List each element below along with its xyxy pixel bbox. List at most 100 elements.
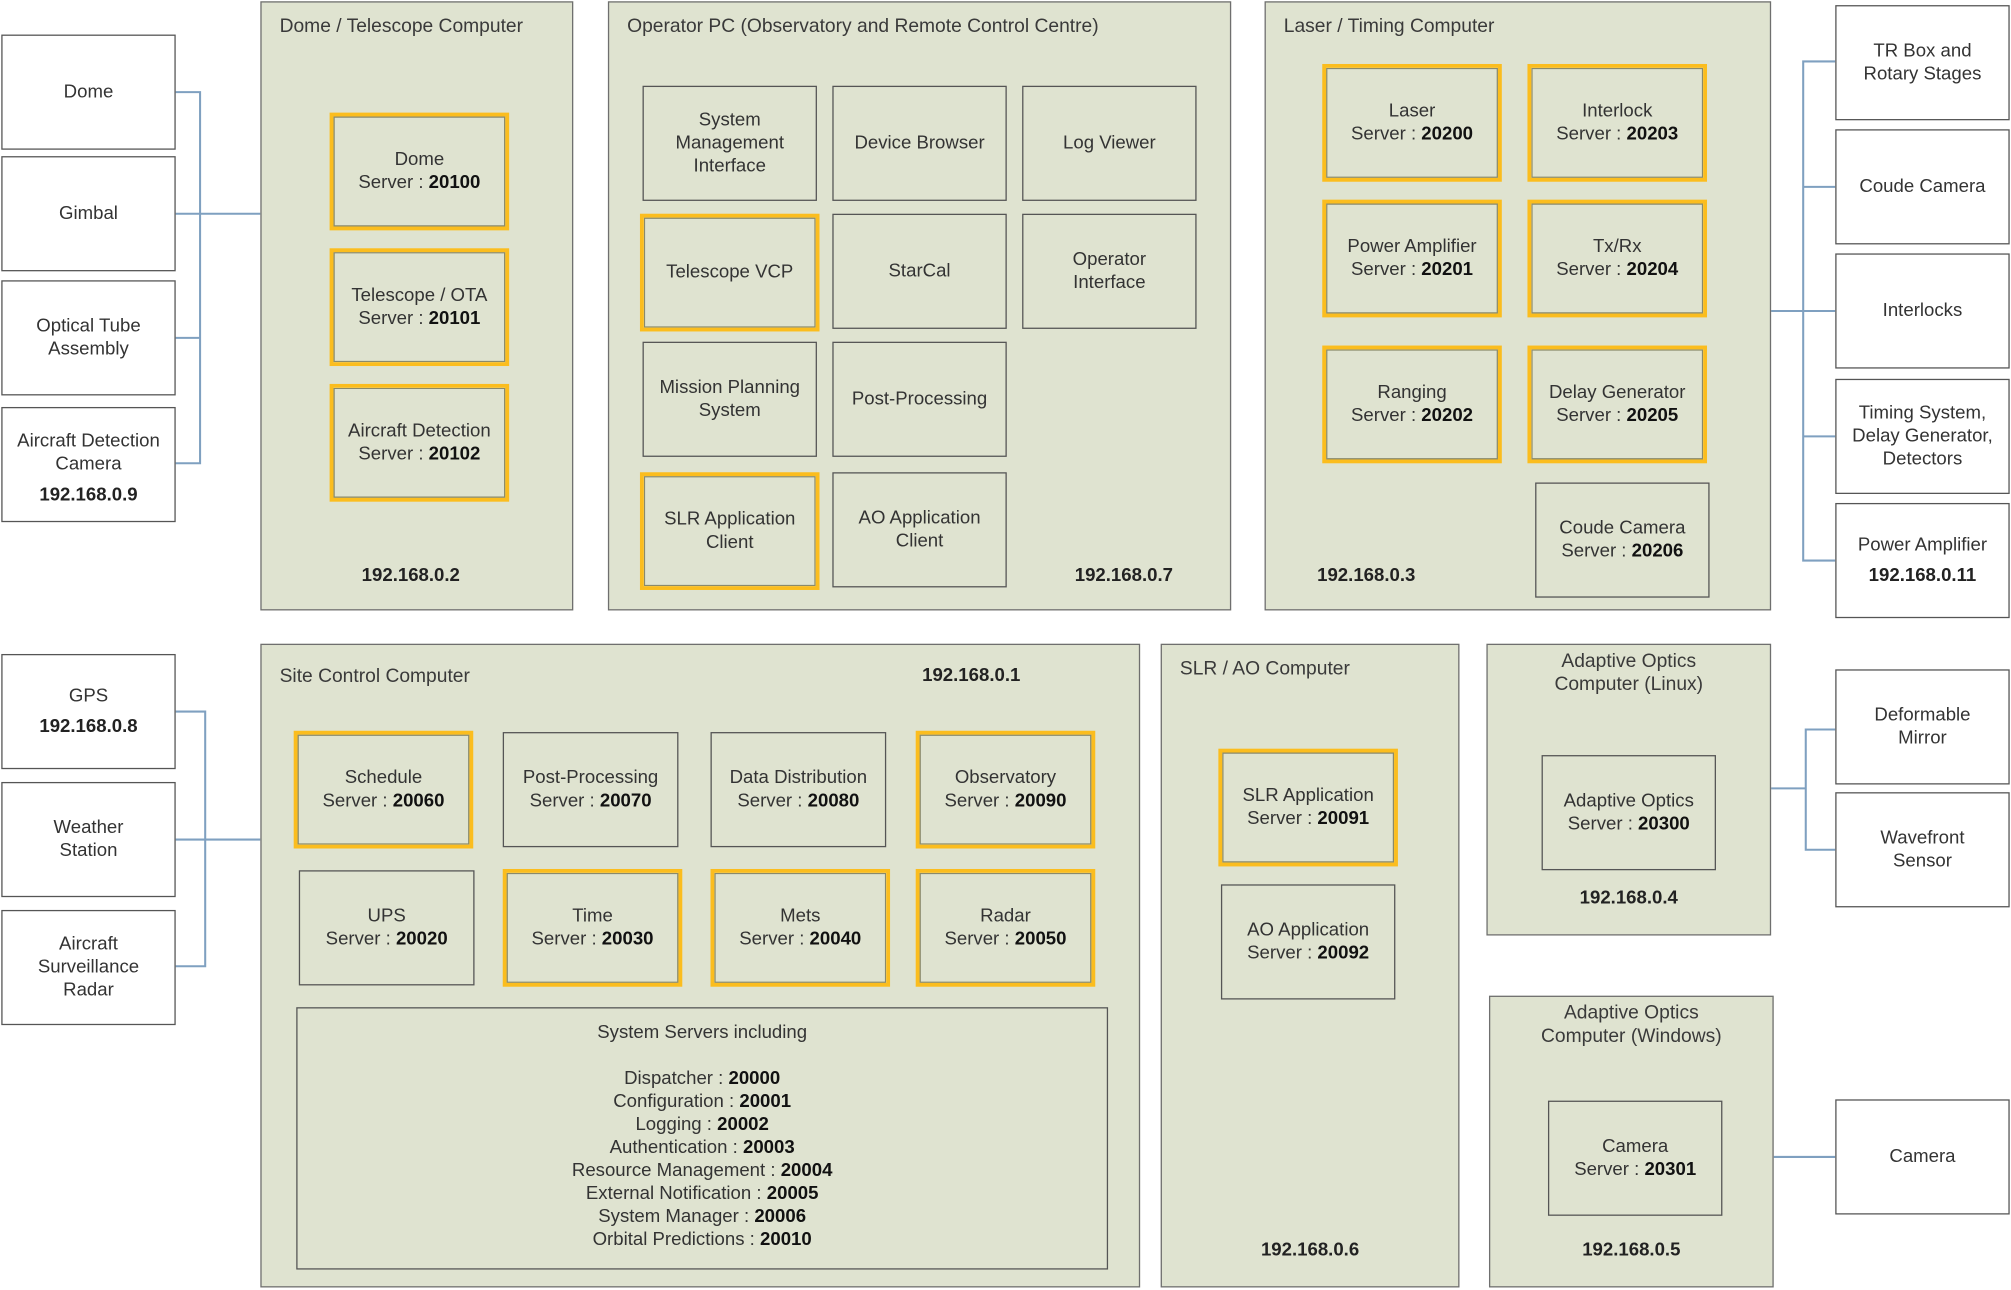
- aircraft-detection-server[interactable]: Aircraft Detection Server : 20102: [329, 383, 510, 502]
- app-ao-application-client[interactable]: AO Application Client: [832, 472, 1007, 588]
- system-server-port: 20005: [766, 1183, 819, 1205]
- server-label: Server :: [358, 172, 429, 194]
- app-mission-planning-system[interactable]: Mission Planning System: [642, 341, 817, 457]
- delay-generator-server[interactable]: Delay Generator Server : 20205: [1527, 345, 1708, 464]
- server-name: Ranging: [1377, 382, 1447, 404]
- device-power-amplifier[interactable]: Power Amplifier 192.168.0.11: [1835, 502, 2010, 619]
- server-name: Telescope / OTA: [351, 285, 488, 306]
- device-interlocks[interactable]: Interlocks: [1835, 253, 2010, 369]
- ranging-server[interactable]: Ranging Server : 20202: [1322, 345, 1502, 464]
- adaptive-optics-server[interactable]: Adaptive Optics Server : 20300: [1541, 755, 1716, 871]
- power-amplifier-server[interactable]: Power Amplifier Server : 20201: [1322, 199, 1502, 318]
- device-gps[interactable]: GPS 192.168.0.8: [1, 653, 176, 770]
- system-server-name: Dispatcher :: [624, 1068, 729, 1090]
- device-label: Gimbal: [59, 203, 118, 224]
- system-server-item: Dispatcher : 20000: [298, 1067, 1107, 1090]
- post-processing-server[interactable]: Post-Processing Server : 20070: [502, 732, 679, 848]
- computer-ip: 192.168.0.1: [922, 665, 1021, 686]
- device-weather-station[interactable]: Weather Station: [1, 781, 176, 898]
- coude-camera-server[interactable]: Coude Camera Server : 20206: [1535, 482, 1710, 598]
- dome-server[interactable]: Dome Server : 20100: [329, 112, 510, 231]
- computer-ip: 192.168.0.2: [361, 565, 460, 587]
- device-aircraft-surveillance-radar[interactable]: Aircraft Surveillance Radar: [1, 909, 176, 1026]
- radar-server[interactable]: Radar Server : 20050: [915, 868, 1096, 987]
- system-servers-title: System Servers including: [597, 1022, 808, 1044]
- app-label: Log Viewer: [1063, 133, 1156, 154]
- ao-application-server[interactable]: AO Application Server : 20092: [1220, 884, 1396, 1000]
- schedule-server[interactable]: Schedule Server : 20060: [293, 730, 474, 849]
- device-label: Sensor: [1892, 851, 1952, 872]
- device-label: Surveillance: [37, 957, 140, 978]
- camera-server[interactable]: Camera Server : 20301: [1547, 1100, 1723, 1216]
- system-servers-box[interactable]: System Servers including Dispatcher : 20…: [296, 1007, 1109, 1270]
- ups-server[interactable]: UPS Server : 20020: [298, 870, 475, 986]
- server-label: Server :: [358, 308, 429, 329]
- txrx-server[interactable]: Tx/Rx Server : 20204: [1527, 199, 1708, 318]
- computer-title: Site Control Computer: [279, 665, 470, 688]
- server-name: Dome: [394, 149, 445, 171]
- system-server-item: Authentication : 20003: [298, 1136, 1107, 1159]
- computer-ip: 192.168.0.6: [1260, 1240, 1360, 1261]
- device-aircraft-detection-camera[interactable]: Aircraft Detection Camera 192.168.0.9: [1, 406, 176, 523]
- system-server-name: Authentication :: [609, 1137, 743, 1159]
- computer-title: Laser / Timing Computer: [1283, 15, 1495, 38]
- connector-right-top: [1769, 60, 1836, 562]
- connector-left-bottom: [174, 710, 261, 968]
- app-label: Interface: [1073, 272, 1146, 294]
- app-operator-interface[interactable]: Operator Interface: [1022, 213, 1197, 329]
- app-label: Mission Planning: [659, 377, 801, 399]
- device-deformable-mirror[interactable]: Deformable Mirror: [1835, 669, 2010, 785]
- device-timing-system[interactable]: Timing System, Delay Generator, Detector…: [1835, 378, 2010, 495]
- app-post-processing[interactable]: Post-Processing: [832, 341, 1007, 457]
- server-port: 20050: [1014, 929, 1067, 950]
- server-name: Mets: [780, 906, 821, 927]
- server-name: Coude Camera: [1559, 518, 1686, 539]
- server-port: 20200: [1421, 124, 1474, 145]
- system-server-port: 20003: [742, 1137, 795, 1159]
- app-starcal[interactable]: StarCal: [832, 213, 1007, 329]
- device-gimbal[interactable]: Gimbal: [1, 156, 176, 272]
- server-port: 20202: [1421, 405, 1474, 427]
- system-server-port: 20006: [754, 1206, 807, 1228]
- device-label: Station: [59, 840, 118, 862]
- server-name: UPS: [367, 906, 406, 927]
- telescope-ota-server[interactable]: Telescope / OTA Server : 20101: [329, 248, 510, 367]
- device-optical-tube-assembly[interactable]: Optical Tube Assembly: [1, 280, 176, 396]
- server-port: 20040: [809, 929, 862, 950]
- server-port: 20060: [392, 790, 445, 812]
- server-name: Aircraft Detection: [348, 421, 491, 442]
- interlock-server[interactable]: Interlock Server : 20203: [1527, 63, 1708, 182]
- device-dome[interactable]: Dome: [1, 34, 176, 150]
- mets-server[interactable]: Mets Server : 20040: [710, 868, 891, 987]
- device-label: Assembly: [48, 339, 129, 360]
- device-coude-camera[interactable]: Coude Camera: [1835, 129, 2010, 245]
- device-wavefront-sensor[interactable]: Wavefront Sensor: [1835, 792, 2010, 908]
- observatory-server[interactable]: Observatory Server : 20090: [915, 730, 1096, 849]
- app-device-browser[interactable]: Device Browser: [832, 85, 1007, 201]
- server-name: Observatory: [954, 767, 1057, 789]
- device-tr-box-rotary-stages[interactable]: TR Box and Rotary Stages: [1835, 5, 2010, 121]
- app-telescope-vcp[interactable]: Telescope VCP: [639, 213, 820, 332]
- server-label: Server :: [1247, 808, 1318, 830]
- laser-server[interactable]: Laser Server : 20200: [1322, 63, 1502, 182]
- server-port: 20070: [599, 790, 652, 812]
- app-label: Telescope VCP: [666, 262, 794, 283]
- device-camera[interactable]: Camera: [1835, 1099, 2010, 1215]
- server-port: 20020: [395, 929, 448, 950]
- device-label: Dome: [63, 81, 114, 103]
- app-log-viewer[interactable]: Log Viewer: [1022, 85, 1197, 201]
- server-label: Server :: [1556, 124, 1627, 145]
- app-system-management-interface[interactable]: System Management Interface: [642, 85, 817, 201]
- slr-application-server[interactable]: SLR Application Server : 20091: [1218, 748, 1398, 867]
- server-label: Server :: [531, 929, 602, 950]
- data-distribution-server[interactable]: Data Distribution Server : 20080: [710, 732, 887, 848]
- system-server-port: 20001: [739, 1091, 792, 1113]
- system-server-item: Orbital Predictions : 20010: [298, 1229, 1107, 1252]
- server-label: Server :: [737, 790, 808, 812]
- computer-title: Dome / Telescope Computer: [279, 15, 524, 38]
- app-slr-application-client[interactable]: SLR Application Client: [639, 472, 820, 590]
- time-server[interactable]: Time Server : 20030: [502, 868, 683, 987]
- device-label: TR Box and: [1873, 40, 1972, 62]
- app-label: Post-Processing: [851, 389, 988, 410]
